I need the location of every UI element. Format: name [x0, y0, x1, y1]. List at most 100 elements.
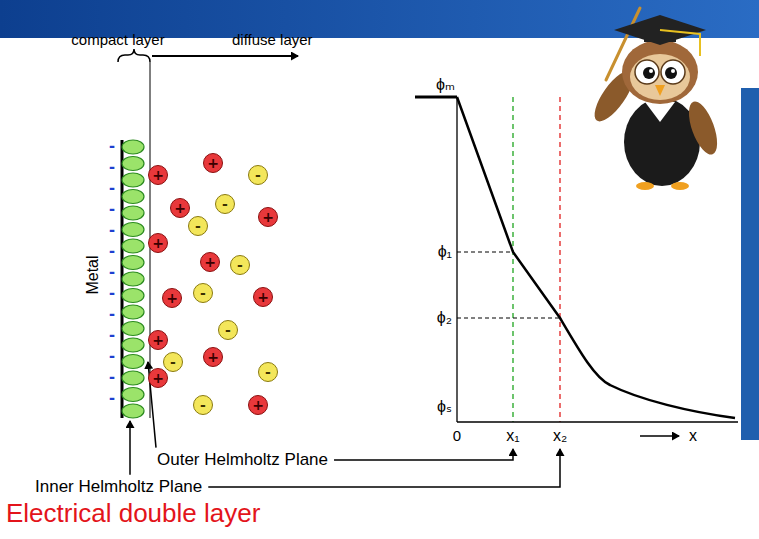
owl-beak	[655, 85, 665, 96]
ion-charge: +	[152, 236, 164, 250]
surface-charge: -	[109, 368, 115, 388]
surface-charge: -	[109, 242, 115, 262]
plane-label: Inner Helmholtz Plane	[35, 478, 202, 497]
owl-eye	[661, 60, 685, 84]
ion-charge: +	[152, 168, 164, 182]
plane-label: Outer Helmholtz Plane	[157, 451, 328, 470]
owl-eye	[635, 60, 659, 84]
leader-arrow	[129, 421, 131, 475]
ion-charge: -	[222, 197, 228, 211]
x-direction-arrow	[640, 435, 679, 437]
owl-gown	[624, 98, 700, 186]
anion-circle: -	[258, 362, 278, 382]
surface-charge: -	[109, 263, 115, 283]
cap-tassel	[660, 30, 700, 56]
ion-charge: +	[252, 398, 264, 412]
ion-charge: -	[170, 355, 176, 369]
ion-charge: -	[237, 258, 243, 272]
surface-charge: -	[109, 137, 115, 157]
ion-charge: -	[225, 323, 231, 337]
owl-face	[630, 54, 690, 100]
owl-pupil	[665, 67, 677, 79]
surface-charge: -	[109, 305, 115, 325]
ion-charge: +	[174, 201, 186, 215]
owl-head	[622, 40, 698, 104]
anion-circle: -	[193, 395, 213, 415]
cation-circle: +	[253, 287, 273, 307]
ion-charge: +	[207, 156, 219, 170]
potential-curve	[457, 97, 735, 418]
x1-dashed	[512, 97, 513, 422]
cation-circle: +	[148, 233, 168, 253]
x-axis	[457, 421, 738, 422]
surface-charge: -	[109, 158, 115, 178]
electrode-label: Metal	[84, 255, 102, 294]
cation-circle: +	[203, 347, 223, 367]
phi1-dashed	[457, 252, 513, 253]
solvent-molecules	[122, 140, 144, 418]
surface-charge: -	[109, 347, 115, 367]
diffuse-arrow	[152, 55, 298, 57]
anion-circle: -	[188, 216, 208, 236]
anion-circle: -	[230, 255, 250, 275]
y-axis	[456, 97, 457, 422]
side-bar	[741, 88, 759, 440]
anion-circle: -	[215, 194, 235, 214]
slide-title: Electrical double layer	[6, 499, 260, 528]
cation-circle: +	[148, 165, 168, 185]
anion-circle: -	[163, 352, 183, 372]
owl-foot	[636, 182, 654, 190]
ion-charge: +	[207, 350, 219, 364]
surface-charge: -	[109, 284, 115, 304]
x2-dashed	[559, 97, 560, 422]
surface-charge: -	[109, 326, 115, 346]
cation-circle: +	[170, 198, 190, 218]
ion-charge: -	[195, 219, 201, 233]
surface-charge: -	[109, 221, 115, 241]
ion-charge: -	[200, 286, 206, 300]
ion-charge: -	[265, 365, 271, 379]
owl-foot	[671, 182, 689, 190]
layer-label: diffuse layer	[232, 32, 313, 49]
surface-charge: -	[109, 179, 115, 199]
owl-highlight	[649, 69, 653, 73]
compact-brace	[118, 49, 150, 62]
cation-circle: +	[162, 288, 182, 308]
potential-plot	[415, 97, 738, 436]
ion-charge: +	[152, 333, 164, 347]
potential-label: ϕₛ	[437, 398, 452, 416]
cation-circle: +	[148, 330, 168, 350]
potential-label: ϕ₁	[438, 243, 452, 261]
axis-tick: x₁	[506, 427, 519, 445]
cation-circle: +	[258, 207, 278, 227]
anion-circle: -	[218, 320, 238, 340]
ion-charge: +	[262, 210, 274, 224]
ion-charge: +	[166, 291, 178, 305]
leader-arrow	[334, 449, 513, 460]
owl-wing	[683, 98, 723, 158]
cation-circle: +	[203, 153, 223, 173]
surface-charge: -	[109, 389, 115, 409]
axis-tick: 0	[453, 428, 461, 445]
potential-label: ϕₘ	[436, 76, 455, 94]
anion-circle: -	[193, 283, 213, 303]
cation-circle: +	[148, 368, 168, 388]
anion-circle: -	[248, 165, 268, 185]
owl-collar	[645, 102, 675, 122]
layer-label: compact layer	[71, 32, 164, 49]
owl-highlight	[671, 69, 675, 73]
potential-label: ϕ₂	[437, 309, 452, 327]
owl-mascot	[588, 8, 723, 190]
metal-potential	[415, 96, 457, 99]
phi2-dashed	[457, 318, 560, 319]
ion-charge: -	[200, 398, 206, 412]
cation-circle: +	[248, 395, 268, 415]
axis-tick: x₂	[553, 427, 567, 445]
double-layer-drawing	[118, 49, 298, 418]
ion-charge: +	[152, 371, 164, 385]
ion-charge: -	[255, 168, 261, 182]
axis-title: x	[689, 427, 697, 445]
ion-charge: +	[257, 290, 269, 304]
surface-charge: -	[109, 200, 115, 220]
